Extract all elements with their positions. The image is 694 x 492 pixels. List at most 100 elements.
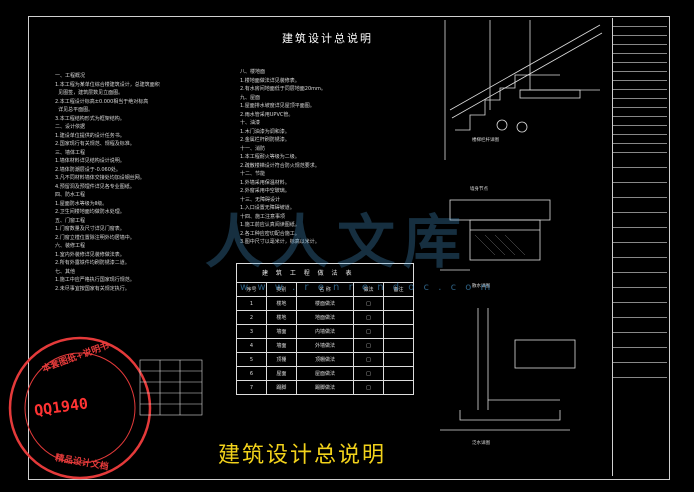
detail-label-flashing: 泛水详图 <box>472 441 490 446</box>
table-cell: 顶棚做法 <box>295 352 355 367</box>
note-line: 1.施工前应认真阅读图纸。 <box>240 222 300 228</box>
note-line: 八、楼地面 <box>240 69 266 75</box>
title-block-row <box>613 198 667 213</box>
title-block-row <box>613 63 667 72</box>
title-block-row <box>613 333 667 348</box>
note-line: 3.图中尺寸以毫米计，标高以米计。 <box>240 239 320 245</box>
table-cell: 踢脚 <box>265 380 297 395</box>
table-cell: □ <box>353 296 385 311</box>
title-block-row <box>613 126 667 135</box>
note-line: 十一、消防 <box>240 145 266 152</box>
title-block <box>612 18 667 476</box>
note-line: 1.室内外装修详见装修做法表。 <box>55 251 125 258</box>
table-cell: 3 <box>236 324 267 339</box>
table-cell <box>383 352 414 367</box>
title-block-row <box>613 273 667 288</box>
note-line: 2.本工程设计标高±0.000相当于绝对标高 <box>55 98 149 105</box>
note-line: 1.屋面排水坡度详见屋顶平面图。 <box>240 103 315 109</box>
table-cell: □ <box>353 324 385 339</box>
note-line: 2.疏散楼梯设计符合防火规范要求。 <box>240 162 320 169</box>
note-line: 1.楼地面做法详见装修表。 <box>240 77 300 84</box>
note-line: 2.金属栏杆刷防锈漆。 <box>240 137 290 143</box>
note-line: 1.入口设置无障碍坡道。 <box>240 205 295 211</box>
title-block-row <box>613 54 667 63</box>
note-line: 1.木门油漆为调和漆。 <box>240 128 290 135</box>
table-cell: 踢脚做法 <box>295 380 355 395</box>
table-cell: □ <box>353 366 385 381</box>
table-cell <box>383 296 414 311</box>
table-cell: 屋面 <box>265 366 297 381</box>
title-block-row <box>613 36 667 45</box>
watermark-text: 人人文库 <box>205 208 470 276</box>
note-line: 2.雨水管采用UPVC管。 <box>240 111 294 118</box>
table-header-row: 序号 类别 名 称 做法 备注 <box>236 282 414 297</box>
title-block-row <box>613 303 667 318</box>
note-line: 七、其他 <box>55 268 76 275</box>
note-line: 1.墙体材料详见结构设计说明。 <box>55 158 125 164</box>
title-block-row <box>613 168 667 183</box>
table-cell: 7 <box>236 380 267 395</box>
note-line: 一、工程概况 <box>55 73 86 79</box>
detail-label-apron: 散水详图 <box>472 284 490 289</box>
table-cell: 地面做法 <box>295 310 355 325</box>
note-line: 二、设计依据 <box>55 124 86 130</box>
table-cell: □ <box>353 380 385 395</box>
note-line: 2.各工种应密切配合施工。 <box>240 230 300 237</box>
table-cell: 顶棚 <box>265 352 297 367</box>
note-line: 五、门窗工程 <box>55 217 86 224</box>
title-block-row <box>613 228 667 243</box>
note-line: 九、屋面 <box>240 94 261 101</box>
note-line: 六、装修工程 <box>55 243 86 249</box>
table-cell: 墙面 <box>265 338 297 353</box>
note-line: 1.门窗数量及尺寸详见门窗表。 <box>55 226 125 232</box>
table-cell: 外墙做法 <box>295 338 355 353</box>
note-line: 十四、施工注意事项 <box>240 213 286 220</box>
table-cell: □ <box>353 338 385 353</box>
note-line: 2.墙体防潮层设于-0.060处。 <box>55 166 121 173</box>
table-cell: 楼地 <box>265 310 297 325</box>
drawing-title: 建筑设计总说明 <box>282 32 373 45</box>
note-line: 3.凡不同材料墙体交接处均加设钢丝网。 <box>55 175 145 181</box>
drawing-caption: 建筑设计总说明 <box>218 443 387 468</box>
title-block-row <box>613 18 667 27</box>
note-line: 2.未尽事宜按国家有关规定执行。 <box>55 285 130 292</box>
table-cell: □ <box>353 310 385 325</box>
title-block-row <box>613 99 667 108</box>
table-cell: 墙面 <box>265 324 297 339</box>
title-block-row <box>613 363 667 378</box>
table-cell: 5 <box>236 352 267 367</box>
title-block-row <box>613 81 667 90</box>
table-cell: 6 <box>236 366 267 381</box>
table-cell <box>383 366 414 381</box>
table-cell <box>383 310 414 325</box>
note-line: 2.外窗采用中空玻璃。 <box>240 188 290 194</box>
title-block-row <box>613 72 667 81</box>
note-line: 2.有水房间地面低于同层地面20mm。 <box>240 86 326 92</box>
note-line: 3.本工程结构形式为框架结构。 <box>55 115 125 122</box>
note-line: 4.预留洞及预埋件详见各专业图纸。 <box>55 183 135 190</box>
title-block-row <box>613 348 667 363</box>
title-block-row <box>613 153 667 168</box>
title-block-row <box>613 258 667 273</box>
note-line: 1.外墙采用保温材料。 <box>240 179 290 186</box>
title-block-row <box>613 144 667 153</box>
note-line: 三、墙体工程 <box>55 149 86 156</box>
note-line: 1.本工程为某单位综合楼建筑设计，总建筑面积 <box>55 81 160 88</box>
table-cell: 屋面做法 <box>295 366 355 381</box>
note-line: 四、防水工程 <box>55 192 86 198</box>
note-line: 1.建设单位提供的设计任务书。 <box>55 132 125 139</box>
table-cell: □ <box>353 352 385 367</box>
note-line: 2.门窗立樘位置除注明外均居墙中。 <box>55 234 135 241</box>
table-cell: 4 <box>236 338 267 353</box>
table-cell: 2 <box>236 310 267 325</box>
table-cell: 楼面做法 <box>295 296 355 311</box>
